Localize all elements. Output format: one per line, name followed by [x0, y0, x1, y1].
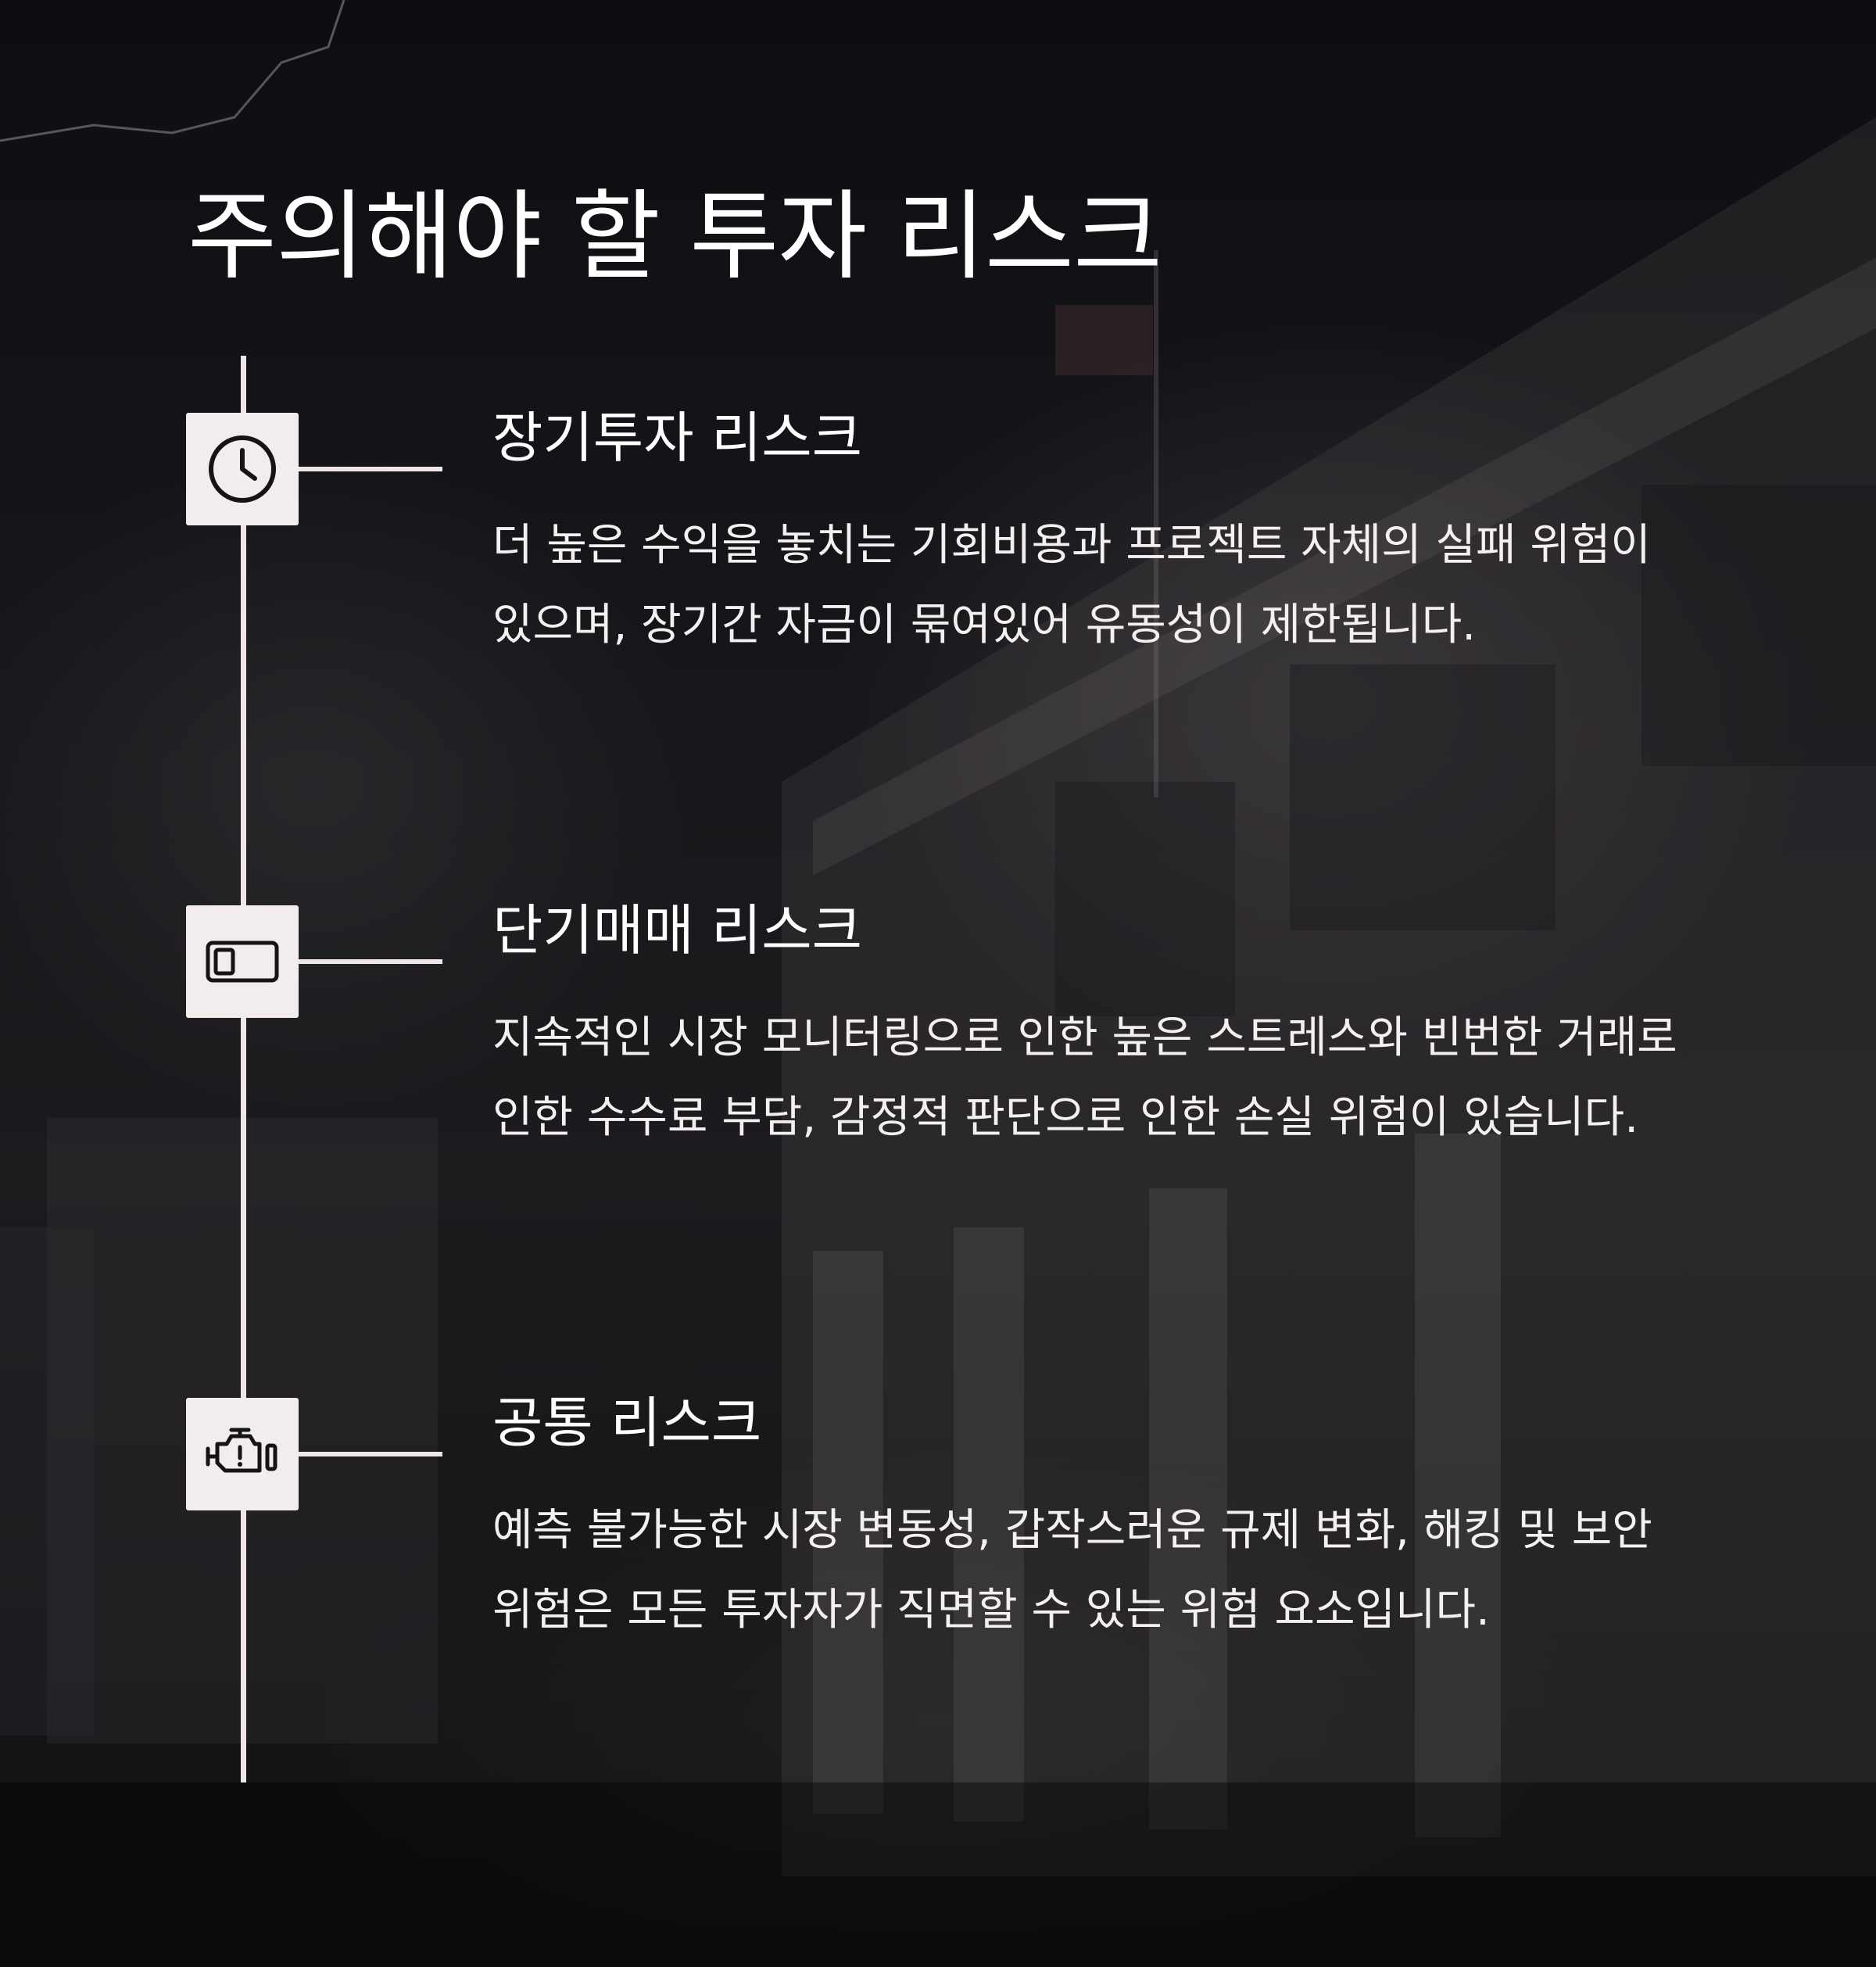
icon-box — [186, 1398, 299, 1510]
timeline-connector — [299, 1452, 442, 1456]
risk-title: 장기투자 리스크 — [492, 406, 863, 470]
engine-warning-icon — [206, 1428, 277, 1473]
page-title: 주의해야 할 투자 리스크 — [188, 181, 1162, 293]
risk-title: 공통 리스크 — [492, 1391, 762, 1455]
toggle-switch-icon — [206, 941, 279, 983]
risk-description: 예측 불가능한 시장 변동성, 갑작스러운 규제 변화, 해킹 및 보안 위험은… — [492, 1505, 1652, 1636]
risk-description: 지속적인 시장 모니터링으로 인한 높은 스트레스와 빈번한 거래로 인한 수수… — [492, 1012, 1677, 1143]
clock-icon — [209, 435, 276, 503]
risk-title: 단기매매 리스크 — [492, 898, 863, 962]
icon-box — [186, 413, 299, 525]
icon-box — [186, 905, 299, 1018]
timeline-connector — [299, 467, 442, 471]
risk-description: 더 높은 수익을 놓치는 기회비용과 프로젝트 자체의 실패 위험이 있으며, … — [492, 520, 1651, 650]
timeline-line — [241, 356, 246, 1782]
timeline-connector — [299, 959, 442, 964]
